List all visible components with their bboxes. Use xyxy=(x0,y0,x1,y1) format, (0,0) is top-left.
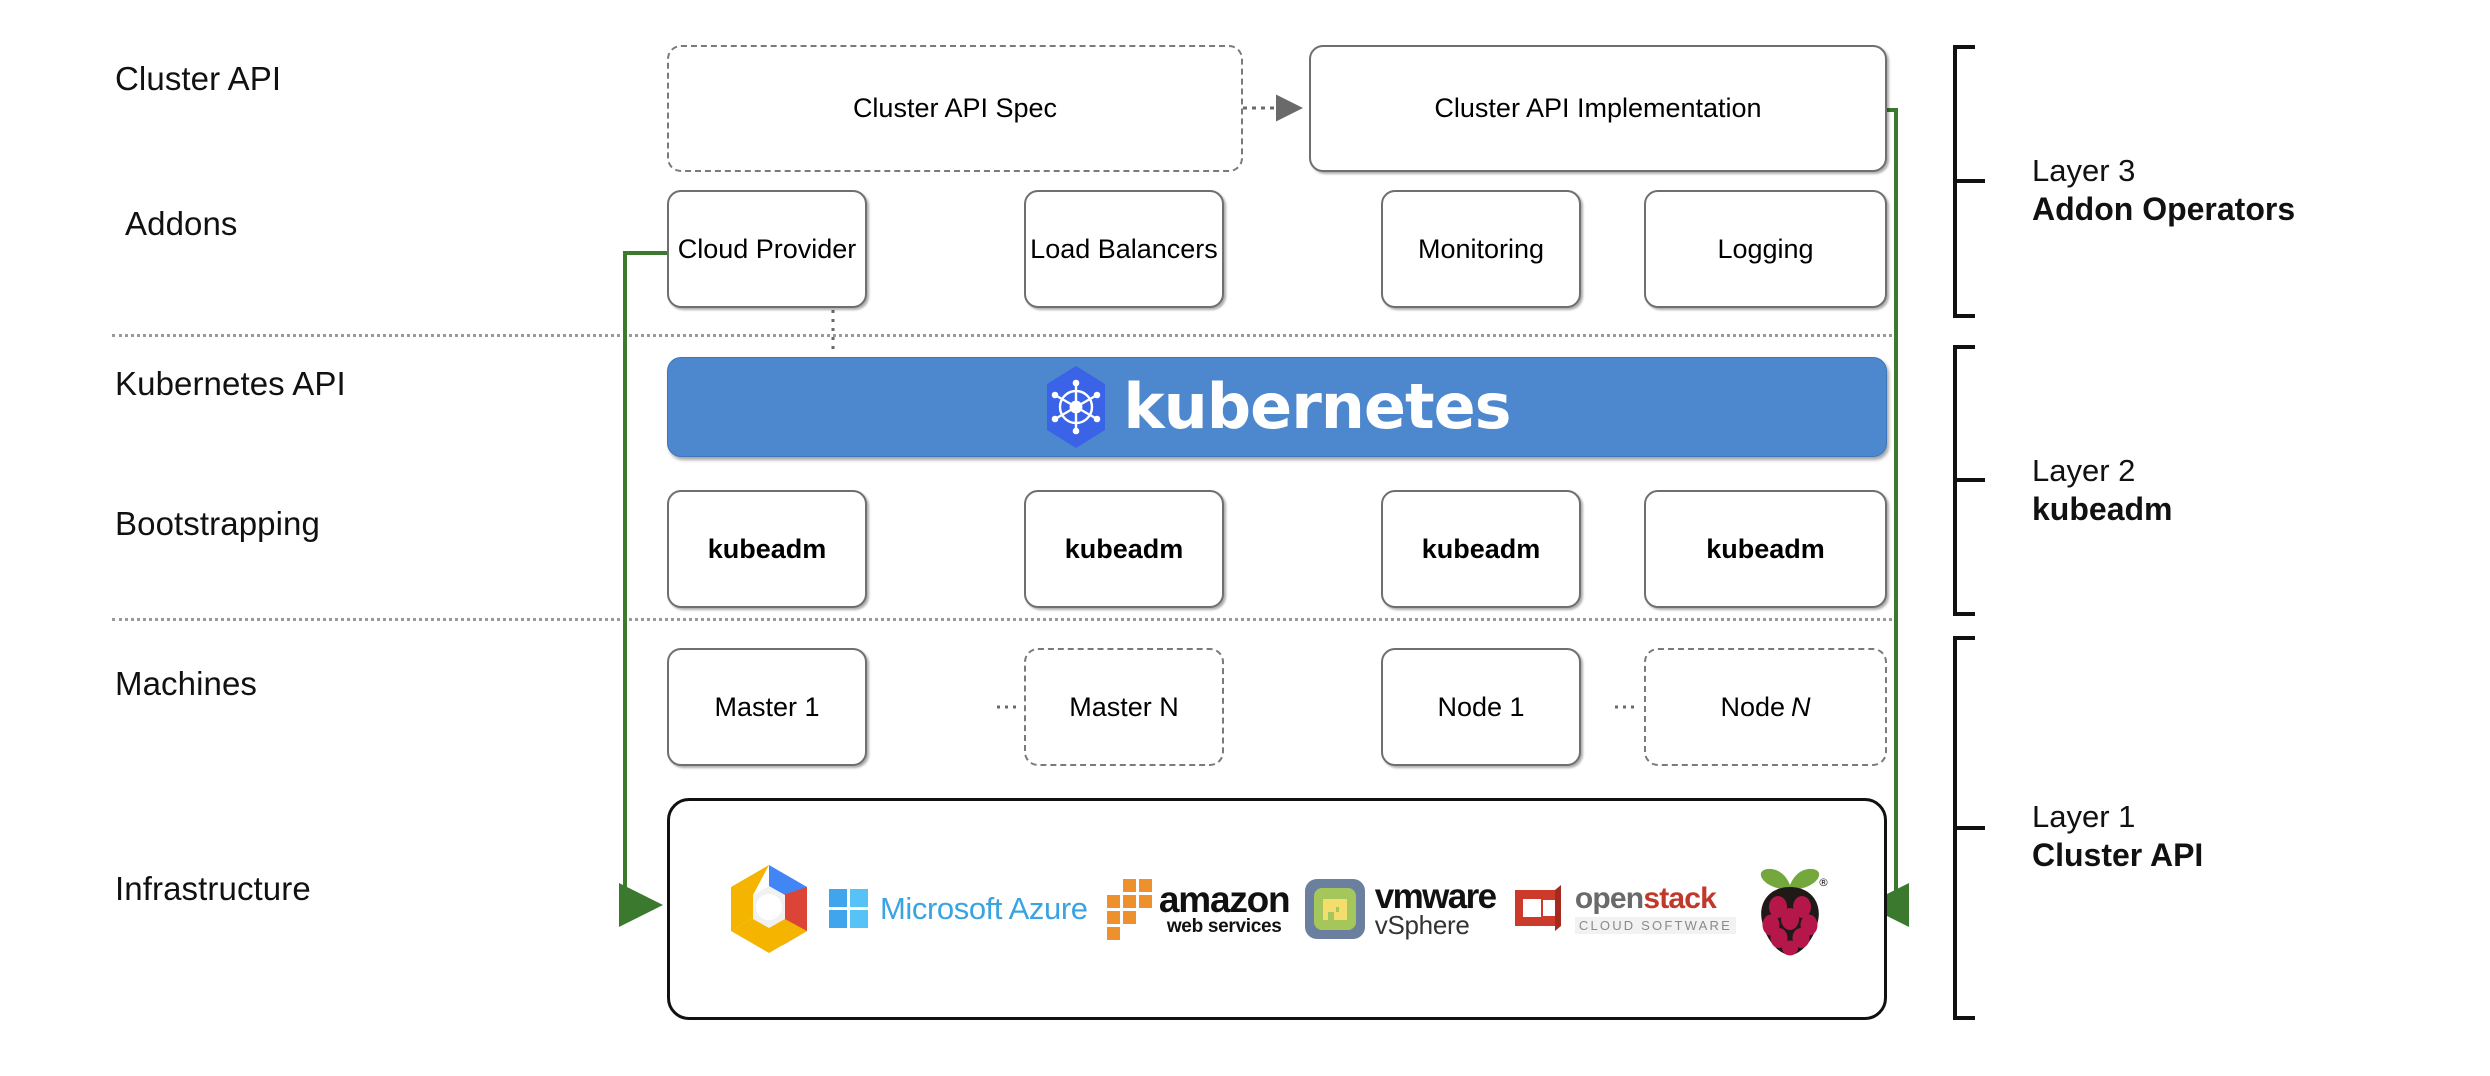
node-label: Cloud Provider xyxy=(677,233,857,264)
layer-3-bracket xyxy=(1953,45,1975,318)
layer-1-bracket xyxy=(1953,636,1975,1020)
node-label: kubeadm xyxy=(1064,533,1184,564)
infrastructure-box[interactable]: Microsoft Azure amazon web services xyxy=(667,798,1887,1020)
layer-separator-top xyxy=(112,334,1892,337)
node-label: Load Balancers xyxy=(1030,233,1218,264)
vsphere-subwordmark: vSphere xyxy=(1374,910,1470,941)
node-master-1[interactable]: Master 1 xyxy=(667,648,867,766)
node-cluster-api-implementation[interactable]: Cluster API Implementation xyxy=(1309,45,1887,172)
layer-3-number: Layer 3 xyxy=(2032,153,2136,188)
cloud-provider-to-infrastructure-wire xyxy=(619,251,667,927)
node-kubeadm-4[interactable]: kubeadm xyxy=(1644,490,1887,608)
node-cluster-api-spec[interactable]: Cluster API Spec xyxy=(667,45,1243,172)
layer-2-name: kubeadm xyxy=(2032,490,2173,527)
raspberry-pi-icon: ® xyxy=(1761,868,1829,956)
kubernetes-banner[interactable]: kubernetes xyxy=(667,357,1887,457)
layer-2-label: Layer 2 kubeadm xyxy=(2032,452,2172,529)
row-label-kubernetes-api: Kubernetes API xyxy=(115,365,346,402)
layer-3-name: Addon Operators xyxy=(2032,190,2296,227)
row-label-cluster-api: Cluster API xyxy=(115,60,282,97)
openstack-wordmark-accent: stack xyxy=(1643,882,1717,915)
openstack-logo[interactable]: openstack CLOUD SOFTWARE xyxy=(1509,880,1736,938)
layer-2-number: Layer 2 xyxy=(2032,453,2136,488)
vmware-vsphere-logo[interactable]: vmware vSphere xyxy=(1303,877,1497,941)
layer-2-bracket xyxy=(1953,345,1975,616)
google-cloud-platform-logo[interactable] xyxy=(723,861,815,957)
node-label: Monitoring xyxy=(1417,233,1545,264)
node-label: Node xyxy=(1720,691,1786,722)
node-label: Node 1 xyxy=(1437,691,1525,722)
node-label-italic: N xyxy=(1790,691,1811,722)
node-monitoring[interactable]: Monitoring xyxy=(1381,190,1581,308)
node-label: kubeadm xyxy=(707,533,827,564)
layer-1-number: Layer 1 xyxy=(2032,799,2136,834)
layer-1-name: Cluster API xyxy=(2032,836,2204,873)
microsoft-windows-icon xyxy=(828,889,868,928)
vmware-wordmark: vmware xyxy=(1374,877,1497,917)
row-label-infrastructure: Infrastructure xyxy=(115,870,311,907)
node-label: Cluster API Spec xyxy=(852,93,1058,123)
node-label: Master N xyxy=(1069,691,1179,722)
openstack-wordmark: openstack xyxy=(1574,882,1717,915)
node-label: kubeadm xyxy=(1706,533,1825,564)
amazon-web-services-logo[interactable]: amazon web services xyxy=(1101,877,1291,941)
node-kubeadm-1[interactable]: kubeadm xyxy=(667,490,867,608)
node-kubeadm-2[interactable]: kubeadm xyxy=(1024,490,1224,608)
node-label: Logging xyxy=(1717,233,1814,264)
row-label-addons: Addons xyxy=(125,205,238,242)
node-logging[interactable]: Logging xyxy=(1644,190,1887,308)
node-kubeadm-3[interactable]: kubeadm xyxy=(1381,490,1581,608)
row-label-machines: Machines xyxy=(115,665,258,702)
svg-text:®: ® xyxy=(1818,876,1829,889)
node-cloud-provider[interactable]: Cloud Provider xyxy=(667,190,867,308)
node-load-balancers[interactable]: Load Balancers xyxy=(1024,190,1224,308)
node-label: Cluster API Implementation xyxy=(1434,93,1762,123)
node-label: Master 1 xyxy=(714,691,820,722)
vsphere-tile-icon xyxy=(1304,879,1365,939)
gcp-hexagon-icon xyxy=(730,865,807,953)
row-label-bootstrapping: Bootstrapping xyxy=(115,505,320,542)
aws-subwordmark: web services xyxy=(1166,915,1282,937)
raspberry-pi-logo[interactable]: ® xyxy=(1749,859,1831,959)
kubernetes-wordmark: kubernetes xyxy=(1123,370,1511,443)
azure-wordmark: Microsoft Azure xyxy=(879,891,1088,926)
kubernetes-helm-icon xyxy=(1047,366,1106,448)
openstack-subwordmark: CLOUD SOFTWARE xyxy=(1574,917,1736,934)
aws-cubes-icon xyxy=(1106,879,1152,940)
layer-separator-bottom xyxy=(112,618,1892,621)
microsoft-azure-logo[interactable]: Microsoft Azure xyxy=(828,888,1088,930)
aws-wordmark: amazon xyxy=(1158,879,1291,921)
node-node-n[interactable]: Node N xyxy=(1644,648,1887,766)
node-node-1[interactable]: Node 1 xyxy=(1381,648,1581,766)
node-master-n[interactable]: Master N xyxy=(1024,648,1224,766)
layer-1-label: Layer 1 Cluster API xyxy=(2032,798,2203,875)
openstack-mark-icon xyxy=(1514,885,1561,931)
layer-3-label: Layer 3 Addon Operators xyxy=(2032,152,2295,229)
node-label: kubeadm xyxy=(1421,533,1541,564)
